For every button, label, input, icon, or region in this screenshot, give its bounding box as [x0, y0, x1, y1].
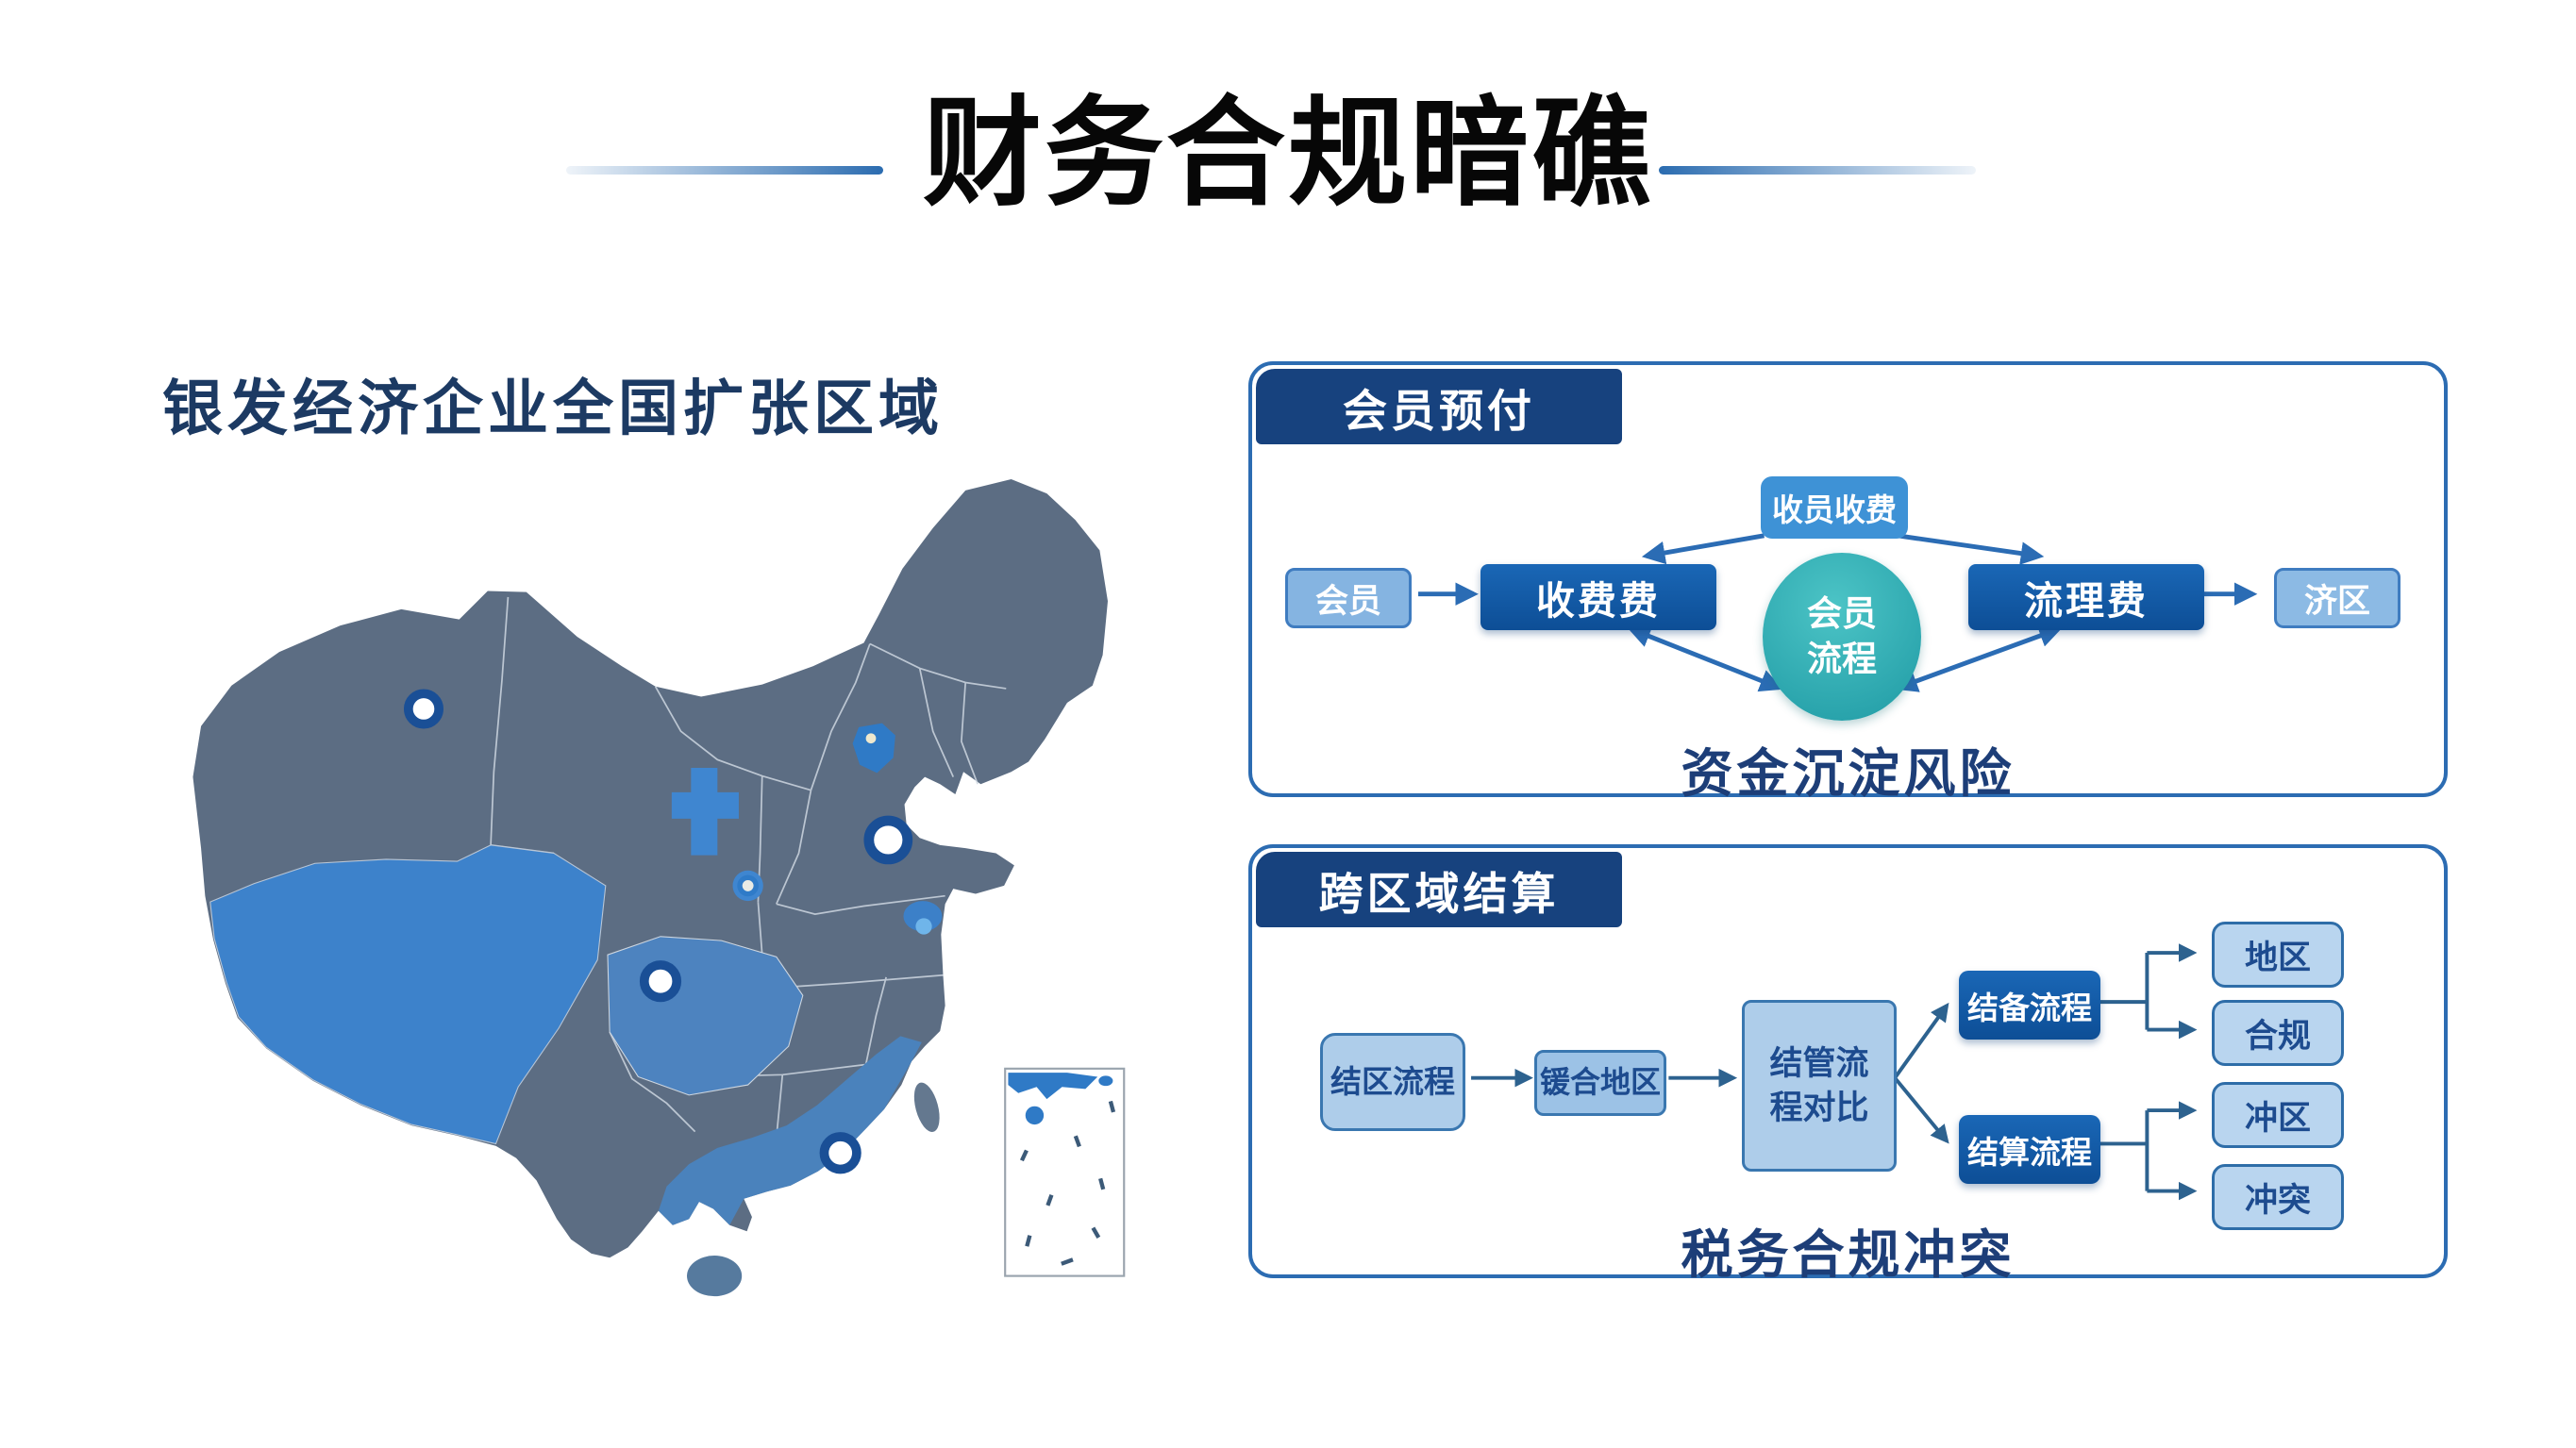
connector-arrow [1893, 1002, 1949, 1079]
node-out-region: 地区 [2212, 922, 2344, 988]
highlight-tibet [209, 844, 607, 1145]
inset-hainan [1025, 1106, 1045, 1125]
jiangsu-dot [915, 918, 932, 935]
taiwan-island [913, 1082, 940, 1132]
node-member: 会员 [1285, 568, 1412, 628]
china-map [111, 426, 1210, 1321]
settle-connectors [1471, 943, 2198, 1201]
inset-coast [1008, 1073, 1098, 1100]
panel-member-prepay: 会员预付 会员 收费费 收员收费 会员 流程 流理费 济区 资金沉淀风险 [1248, 361, 2448, 803]
beijing-dot [865, 733, 877, 744]
node-member-flow-circle: 会员 流程 [1763, 553, 1921, 721]
highlight-jiangsu-patch [903, 901, 943, 932]
map-markers [403, 689, 913, 1174]
connector-arrow [1641, 533, 1765, 565]
panel-cross-region: 跨区域结算 结区流程 锾合地区 结管流 程对比 结备流程 结算流程 地区 合规 … [1248, 844, 2448, 1284]
connector-arrow [1627, 624, 1783, 692]
map-marker-icon [819, 1132, 861, 1174]
title-divider-right [1659, 166, 1976, 175]
hainan-island [687, 1256, 743, 1297]
node-out-conflict: 冲突 [2212, 1164, 2344, 1230]
node-out-compliance: 合规 [2212, 1000, 2344, 1066]
node-branch-top: 结备流程 [1959, 971, 2100, 1040]
node-fee-collect: 收费费 [1480, 564, 1716, 630]
page-title: 财务合规暗礁 [923, 87, 1653, 220]
panel-header-prepay: 会员预付 [1256, 369, 1622, 444]
node-out-conflict-zone: 冲区 [2212, 1082, 2344, 1148]
map-marker-icon [403, 689, 444, 729]
circle-line2: 流程 [1807, 640, 1877, 678]
caption-fund-risk: 资金沉淀风险 [1681, 744, 2016, 803]
node-branch-bottom: 结算流程 [1959, 1115, 2100, 1184]
node-region: 济区 [2274, 568, 2400, 628]
caption-tax-conflict: 税务合规冲突 [1681, 1225, 2016, 1284]
map-marker-icon [737, 874, 759, 897]
prepay-connectors [1418, 533, 2258, 692]
map-marker-icon [863, 815, 913, 865]
node-settle-start: 结区流程 [1320, 1033, 1465, 1131]
highlight-plus-patch [671, 767, 739, 856]
map-title: 银发经济企业全国扩张区域 [162, 374, 944, 442]
compare-line1: 结管流 [1769, 1044, 1869, 1082]
inset-dash-line [1019, 1100, 1116, 1266]
node-settle-mid: 锾合地区 [1534, 1050, 1666, 1116]
circle-line1: 会员 [1807, 593, 1877, 633]
node-compare: 结管流 程对比 [1742, 1000, 1897, 1172]
highlight-se-coast [658, 1036, 922, 1225]
connector-arrow [1897, 533, 2045, 565]
node-fee-flow: 流理费 [1968, 564, 2204, 630]
connector-arrow [1894, 624, 2063, 692]
map-marker-icon [639, 960, 682, 1003]
title-divider-left [566, 166, 883, 175]
south-china-sea-inset [1004, 1067, 1126, 1277]
connector-arrow [1893, 1076, 1949, 1144]
node-member-fee: 收员收费 [1761, 476, 1908, 539]
compare-line2: 程对比 [1769, 1090, 1869, 1126]
panel-header-settle: 跨区域结算 [1256, 852, 1622, 927]
china-map-svg [192, 479, 1126, 1297]
inset-island-blob [1098, 1075, 1113, 1087]
highlight-beijing-patch [852, 723, 895, 774]
